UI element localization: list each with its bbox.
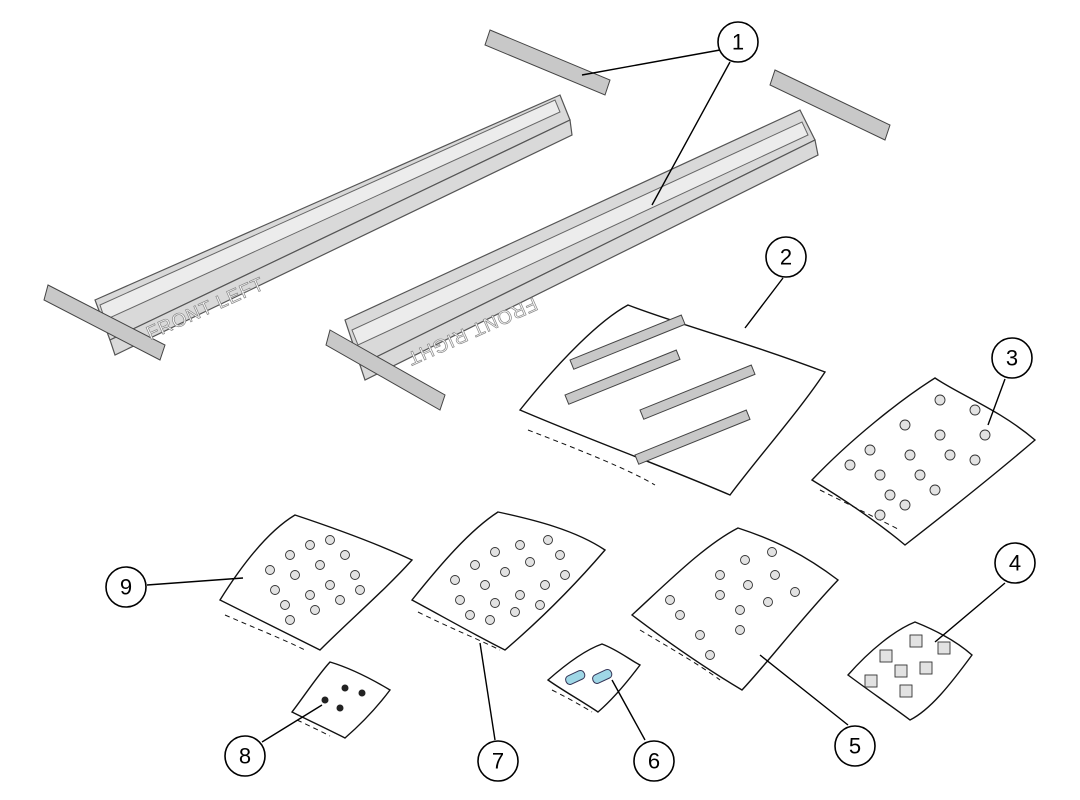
bag-mounting-brackets <box>518 304 827 496</box>
svg-text:2: 2 <box>780 245 792 270</box>
bag-screws-5 <box>630 527 840 691</box>
svg-text:1: 1 <box>732 30 744 55</box>
callout-6: 6 <box>633 740 675 782</box>
bag-screws-9 <box>218 514 414 651</box>
callout-8: 8 <box>224 735 266 777</box>
bag-screws-3 <box>810 377 1037 546</box>
bag-alignment-pins <box>546 643 642 713</box>
callout-5: 5 <box>834 725 876 767</box>
callout-1: 1 <box>717 21 759 63</box>
svg-text:5: 5 <box>849 734 861 759</box>
callout-7: 7 <box>477 740 519 782</box>
svg-text:7: 7 <box>492 749 504 774</box>
callout-3: 3 <box>991 337 1033 379</box>
svg-text:3: 3 <box>1006 346 1018 371</box>
svg-text:6: 6 <box>648 749 660 774</box>
bag-screws-7 <box>410 511 607 651</box>
bag-small-screws <box>290 661 392 739</box>
front-right-rail: FRONT RIGHT <box>325 69 891 411</box>
bag-cage-nuts <box>846 621 973 721</box>
callout-9: 9 <box>105 566 147 608</box>
callout-4: 4 <box>994 542 1036 584</box>
svg-text:4: 4 <box>1009 551 1021 576</box>
leader-lines <box>146 49 1006 743</box>
svg-text:8: 8 <box>239 744 251 769</box>
svg-text:9: 9 <box>120 575 132 600</box>
callout-2: 2 <box>765 236 807 278</box>
